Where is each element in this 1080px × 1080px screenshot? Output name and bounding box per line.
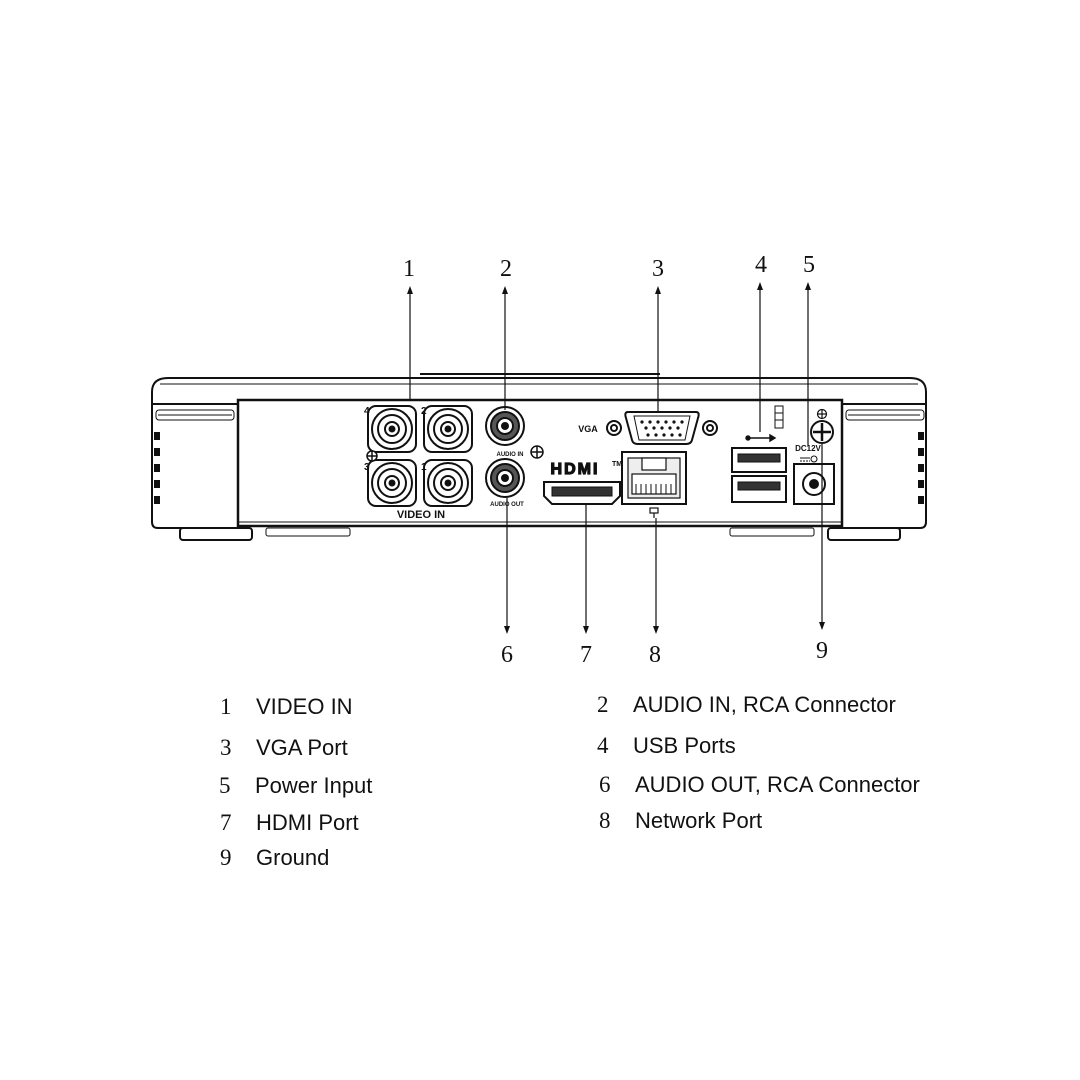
bnc-number-4: 4 bbox=[364, 406, 370, 417]
legend-number: 2 bbox=[597, 692, 609, 717]
legend-item: 3 VGA Port bbox=[220, 735, 348, 761]
callout-number-7: 7 bbox=[580, 642, 592, 668]
callout-number-9: 9 bbox=[816, 638, 828, 664]
usb-led-indicator bbox=[774, 405, 784, 429]
legend-label: Power Input bbox=[255, 773, 373, 798]
usb-port-bottom bbox=[731, 475, 787, 503]
hdmi-port bbox=[543, 481, 621, 505]
legend-label: Ground bbox=[256, 845, 330, 870]
audio-connectors bbox=[485, 406, 544, 498]
dc-power-label: DC12V bbox=[795, 444, 821, 453]
audio-ground-icon bbox=[530, 445, 544, 459]
audio-in-rca-connector bbox=[485, 406, 525, 446]
legend-number: 5 bbox=[219, 773, 231, 798]
callout-number-2: 2 bbox=[500, 256, 512, 282]
callout-number-1: 1 bbox=[403, 256, 415, 282]
ground-terminal bbox=[810, 408, 834, 444]
legend-item: 9 Ground bbox=[220, 845, 329, 871]
legend-label: AUDIO IN, RCA Connector bbox=[633, 692, 896, 717]
vga-port bbox=[606, 411, 718, 445]
legend-label: VIDEO IN bbox=[256, 694, 353, 719]
legend-number: 9 bbox=[220, 845, 232, 870]
callout-number-8: 8 bbox=[649, 642, 661, 668]
legend-item: 2 AUDIO IN, RCA Connector bbox=[597, 692, 896, 718]
bnc-connector-4 bbox=[367, 405, 417, 453]
legend-number: 7 bbox=[220, 810, 232, 835]
legend-label: Network Port bbox=[635, 808, 763, 833]
legend-label: HDMI Port bbox=[256, 810, 359, 835]
legend-number: 6 bbox=[599, 772, 611, 797]
legend-number: 8 bbox=[599, 808, 611, 833]
legend-label: AUDIO OUT, RCA Connector bbox=[635, 772, 920, 797]
bnc-connector-3 bbox=[367, 459, 417, 507]
bnc-number-3: 3 bbox=[364, 462, 370, 473]
legend-item: 7 HDMI Port bbox=[220, 810, 359, 836]
usb-ports bbox=[731, 405, 787, 503]
audio-out-rca-connector bbox=[485, 458, 525, 498]
hdmi-trademark: TM bbox=[612, 461, 622, 468]
vga-label: VGA bbox=[578, 424, 598, 434]
hdmi-logo: HDMI bbox=[551, 461, 600, 478]
callout-number-4: 4 bbox=[755, 252, 767, 278]
bnc-connector-2 bbox=[423, 405, 473, 453]
usb-icon bbox=[745, 433, 777, 443]
callout-number-6: 6 bbox=[501, 642, 513, 668]
audio-in-label: AUDIO IN bbox=[497, 452, 524, 458]
legend-label: VGA Port bbox=[256, 735, 348, 760]
legend-label: USB Ports bbox=[633, 733, 736, 758]
bnc-number-1: 1 bbox=[421, 462, 427, 473]
ground-icon bbox=[816, 408, 828, 420]
network-icon bbox=[649, 507, 659, 518]
network-port bbox=[621, 451, 687, 518]
legend-number: 1 bbox=[220, 694, 232, 719]
ground-symbol-icon bbox=[366, 450, 378, 462]
dc-polarity-icon bbox=[800, 455, 818, 463]
callout-number-5: 5 bbox=[803, 252, 815, 278]
bnc-number-2: 2 bbox=[421, 406, 427, 417]
callout-lines bbox=[407, 282, 825, 634]
legend-number: 3 bbox=[220, 735, 232, 760]
legend-item: 5 Power Input bbox=[219, 773, 372, 799]
legend-item: 8 Network Port bbox=[599, 808, 762, 834]
callout-number-3: 3 bbox=[652, 256, 664, 282]
legend-item: 4 USB Ports bbox=[597, 733, 736, 759]
video-in-label: VIDEO IN bbox=[397, 509, 445, 521]
video-in-connectors bbox=[366, 405, 473, 507]
usb-port-top bbox=[731, 447, 787, 473]
legend-number: 4 bbox=[597, 733, 609, 758]
bnc-connector-1 bbox=[423, 459, 473, 507]
legend-item: 6 AUDIO OUT, RCA Connector bbox=[599, 772, 920, 798]
legend-item: 1 VIDEO IN bbox=[220, 694, 353, 720]
dc-power-input bbox=[793, 455, 835, 505]
